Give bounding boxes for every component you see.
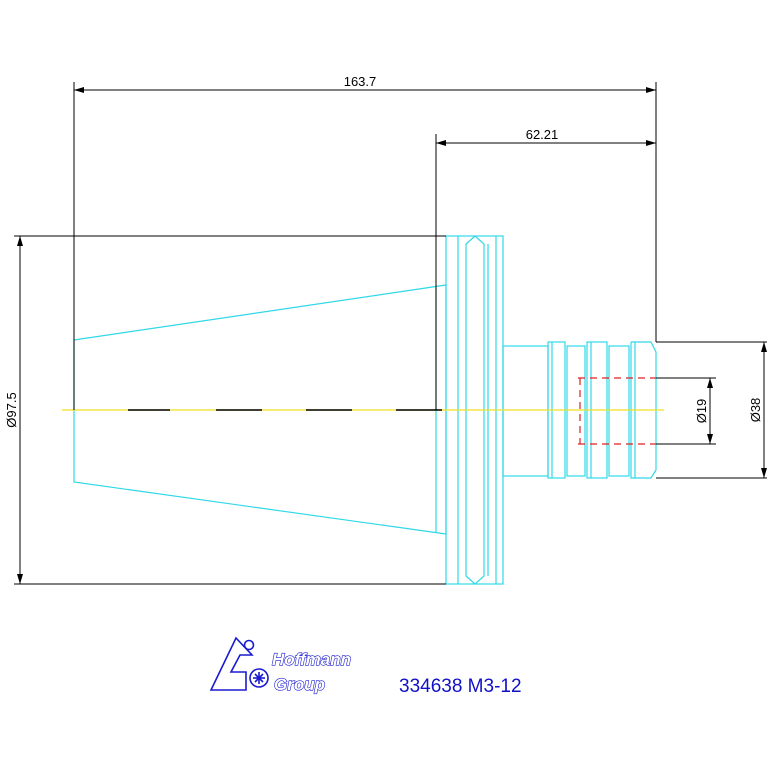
logo-figure-icon	[209, 636, 269, 691]
flange-diameter-label: Ø97.5	[4, 392, 19, 427]
bore-diameter-label: Ø19	[694, 399, 709, 424]
ring-5	[630, 341, 657, 479]
dimension-arrows	[17, 87, 767, 584]
hoffmann-group-logo: Hoffmann Group	[209, 636, 352, 695]
logo-line2: Group	[274, 675, 325, 694]
part-number: 334638 M3-12	[399, 676, 522, 697]
clamp-length-label: 62.21	[526, 127, 559, 142]
shank-neck	[502, 345, 549, 477]
overall-length-label: 163.7	[344, 74, 377, 89]
dimension-lines	[14, 82, 767, 585]
ring-4	[608, 345, 630, 477]
shank-diameter-label: Ø38	[748, 398, 763, 423]
hidden-bore	[578, 377, 656, 445]
logo-line1: Hoffmann	[272, 650, 351, 669]
ring-2	[566, 345, 586, 477]
